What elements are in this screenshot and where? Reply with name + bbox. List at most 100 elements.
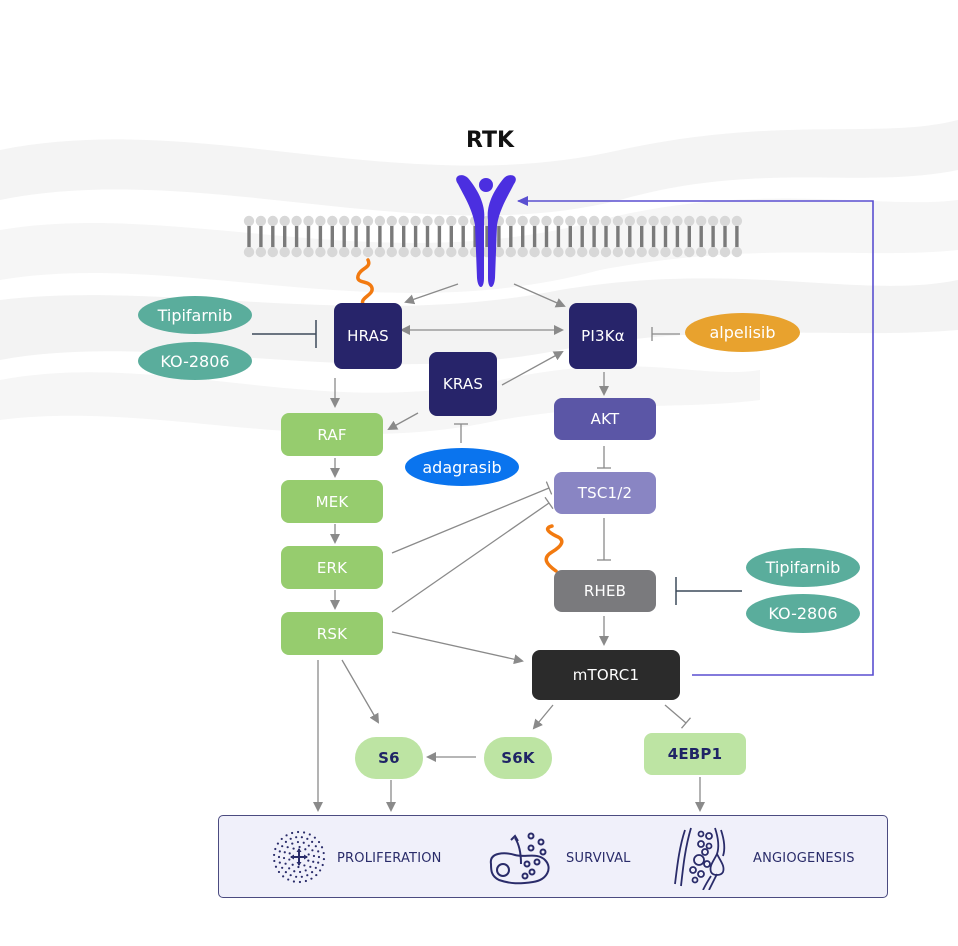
outcome-angiogenesis-label: ANGIOGENESIS bbox=[753, 851, 855, 866]
drug-ko2806-rheb[interactable]: KO-2806 bbox=[746, 594, 860, 633]
outcome-proliferation-label: PROLIFERATION bbox=[337, 851, 442, 866]
lipid-head bbox=[684, 246, 695, 258]
lipid-head bbox=[648, 246, 659, 258]
drug-ko2806-hras[interactable]: KO-2806 bbox=[138, 342, 252, 380]
lipid-head bbox=[541, 215, 552, 227]
node-4ebp1-label: 4EBP1 bbox=[667, 745, 723, 763]
lipid-head bbox=[553, 215, 564, 227]
edge-mtorc1-rtk-feedback bbox=[517, 196, 874, 676]
node-kras[interactable]: KRAS bbox=[429, 352, 497, 416]
lipid-head bbox=[577, 246, 588, 258]
edge-rtk-pi3k bbox=[513, 283, 566, 308]
lipid-head bbox=[624, 215, 635, 227]
lipid-head bbox=[350, 215, 362, 227]
outcome-survival-label: SURVIVAL bbox=[566, 851, 631, 866]
lipid-head bbox=[255, 215, 267, 227]
lipid-head bbox=[577, 215, 588, 227]
lipid-head bbox=[660, 215, 671, 227]
lipid-head bbox=[362, 215, 374, 227]
edge-rsk-mtorc1 bbox=[391, 631, 524, 665]
angiogenesis-icon bbox=[674, 827, 726, 890]
lipid-head bbox=[410, 246, 421, 258]
lipid-head bbox=[434, 246, 445, 258]
node-rheb[interactable]: RHEB bbox=[554, 570, 656, 612]
node-rheb-label: RHEB bbox=[583, 582, 627, 600]
edge-mtorc1-4ebp1 bbox=[664, 704, 692, 729]
node-hras[interactable]: HRAS bbox=[334, 303, 402, 369]
lipid-head bbox=[672, 246, 683, 258]
lipid-head bbox=[707, 246, 719, 258]
edge-erk-tsc bbox=[391, 481, 553, 554]
node-raf[interactable]: RAF bbox=[281, 413, 383, 456]
rtk-receptor-icon bbox=[456, 175, 516, 287]
node-s6[interactable]: S6 bbox=[355, 737, 423, 779]
node-rsk[interactable]: RSK bbox=[281, 612, 383, 655]
lipid-head bbox=[446, 246, 457, 258]
farnesyl-tail-hras-icon bbox=[356, 258, 374, 309]
lipid-head bbox=[422, 246, 433, 258]
lipid-head bbox=[731, 215, 743, 227]
lipid-head bbox=[291, 215, 302, 227]
node-kras-label: KRAS bbox=[442, 375, 484, 393]
node-akt-label: AKT bbox=[590, 410, 620, 428]
lipid-head bbox=[350, 246, 362, 258]
drug-tipifarnib-rheb[interactable]: Tipifarnib bbox=[746, 548, 860, 587]
lipid-head bbox=[267, 246, 278, 258]
lipid-head bbox=[529, 215, 540, 227]
edge-mtorc1-s6k bbox=[532, 704, 554, 730]
lipid-head bbox=[243, 246, 255, 258]
lipid-head bbox=[279, 215, 290, 227]
lipid-head bbox=[624, 246, 635, 258]
node-erk[interactable]: ERK bbox=[281, 546, 383, 589]
node-hras-label: HRAS bbox=[347, 327, 389, 345]
node-pi3k[interactable]: PI3Kα bbox=[569, 303, 637, 369]
cell-membrane bbox=[243, 215, 743, 258]
lipid-head bbox=[386, 215, 397, 227]
farnesyl-tail-rheb-icon bbox=[544, 524, 564, 573]
lipid-head bbox=[565, 246, 576, 258]
edge-rtk-hras bbox=[404, 283, 459, 305]
node-s6k-label: S6K bbox=[501, 749, 535, 767]
lipid-head bbox=[660, 246, 671, 258]
lipid-head bbox=[696, 215, 707, 227]
node-4ebp1[interactable]: 4EBP1 bbox=[644, 733, 746, 775]
lipid-head bbox=[517, 246, 528, 258]
node-akt[interactable]: AKT bbox=[554, 398, 656, 440]
lipid-head bbox=[315, 246, 326, 258]
drug-tipifarnib-rheb-label: Tipifarnib bbox=[765, 558, 841, 577]
lipid-head bbox=[339, 215, 350, 227]
drug-alpelisib-label: alpelisib bbox=[709, 323, 776, 342]
node-tsc[interactable]: TSC1/2 bbox=[554, 472, 656, 514]
node-pi3k-label: PI3Kα bbox=[581, 327, 625, 345]
lipid-head bbox=[505, 215, 516, 227]
node-mtorc1[interactable]: mTORC1 bbox=[532, 650, 680, 700]
lipid-head bbox=[707, 215, 719, 227]
lipid-head bbox=[279, 246, 290, 258]
lipid-head bbox=[458, 215, 469, 227]
lipid-head bbox=[446, 215, 457, 227]
lipid-head bbox=[458, 246, 469, 258]
lipid-head bbox=[600, 215, 612, 227]
lipid-head bbox=[327, 215, 338, 227]
proliferation-icon bbox=[272, 830, 326, 884]
node-mek[interactable]: MEK bbox=[281, 480, 383, 523]
edge-kras-raf bbox=[387, 412, 419, 430]
node-erk-label: ERK bbox=[316, 558, 348, 577]
drug-tipifarnib-hras[interactable]: Tipifarnib bbox=[138, 296, 252, 334]
node-tsc-label: TSC1/2 bbox=[577, 484, 633, 502]
drug-adagrasib-label: adagrasib bbox=[422, 457, 502, 477]
node-s6k[interactable]: S6K bbox=[484, 737, 552, 779]
drug-alpelisib[interactable]: alpelisib bbox=[685, 313, 800, 352]
lipid-head bbox=[303, 246, 314, 258]
lipid-head bbox=[588, 215, 600, 227]
edges bbox=[313, 283, 705, 812]
node-raf-label: RAF bbox=[317, 425, 347, 444]
edge-rsk-s6 bbox=[341, 659, 380, 724]
lipid-head bbox=[612, 215, 624, 227]
lipid-head bbox=[362, 246, 374, 258]
edge-rsk-tsc bbox=[391, 496, 554, 613]
lipid-head bbox=[553, 246, 564, 258]
lipid-head bbox=[684, 215, 695, 227]
drug-adagrasib[interactable]: adagrasib bbox=[405, 448, 519, 486]
lipid-head bbox=[636, 215, 647, 227]
